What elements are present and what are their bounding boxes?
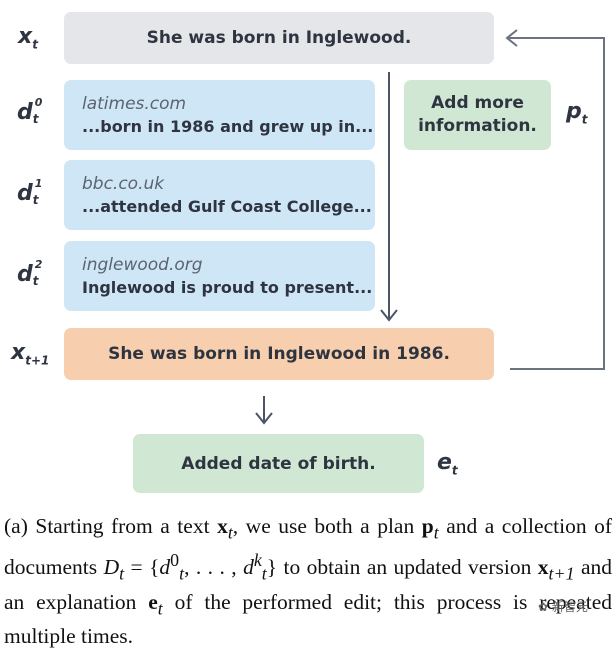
label-x-t-plus-1: xt+1 bbox=[11, 340, 50, 368]
label-p-t: pt bbox=[566, 99, 588, 127]
loop-back-arrow bbox=[508, 37, 605, 370]
label-e-t: et bbox=[437, 450, 458, 478]
watermark-text: 新智元 bbox=[551, 600, 588, 614]
document-snippet: ...born in 1986 and grew up in... bbox=[82, 117, 374, 136]
plan-box: Add more information. bbox=[404, 80, 551, 150]
connector-arrows bbox=[255, 29, 605, 425]
watermark: ✿ 新智元 bbox=[538, 598, 588, 615]
document-source: inglewood.org bbox=[82, 255, 203, 275]
document-snippet: Inglewood is proud to present... bbox=[82, 278, 373, 297]
current-text-box: She was born in Inglewood. bbox=[64, 12, 494, 64]
plan-line-1: Add more bbox=[431, 93, 524, 113]
plan-line-2: information. bbox=[418, 116, 537, 136]
wechat-icon: ✿ bbox=[538, 600, 549, 614]
document-snippet: ...attended Gulf Coast College... bbox=[82, 197, 372, 216]
document-source: bbc.co.uk bbox=[82, 174, 165, 194]
document-card: bbc.co.uk ...attended Gulf Coast College… bbox=[64, 160, 375, 230]
document-card: latimes.com ...born in 1986 and grew up … bbox=[64, 80, 375, 150]
current-text: She was born in Inglewood. bbox=[146, 28, 412, 48]
document-card: inglewood.org Inglewood is proud to pres… bbox=[64, 241, 375, 311]
figure-caption: (a) Starting from a text xt, we use both… bbox=[4, 514, 612, 649]
updated-text: She was born in Inglewood in 1986. bbox=[108, 344, 450, 364]
loop-back-arrow-head bbox=[505, 29, 518, 47]
updated-text-box: She was born in Inglewood in 1986. bbox=[64, 328, 494, 380]
edit-arrow-head bbox=[380, 309, 398, 322]
label-x-t: xt bbox=[18, 24, 38, 52]
explain-arrow-head bbox=[255, 412, 273, 425]
explanation-text: Added date of birth. bbox=[181, 453, 376, 474]
document-source: latimes.com bbox=[82, 94, 187, 114]
explanation-box: Added date of birth. bbox=[133, 434, 424, 493]
